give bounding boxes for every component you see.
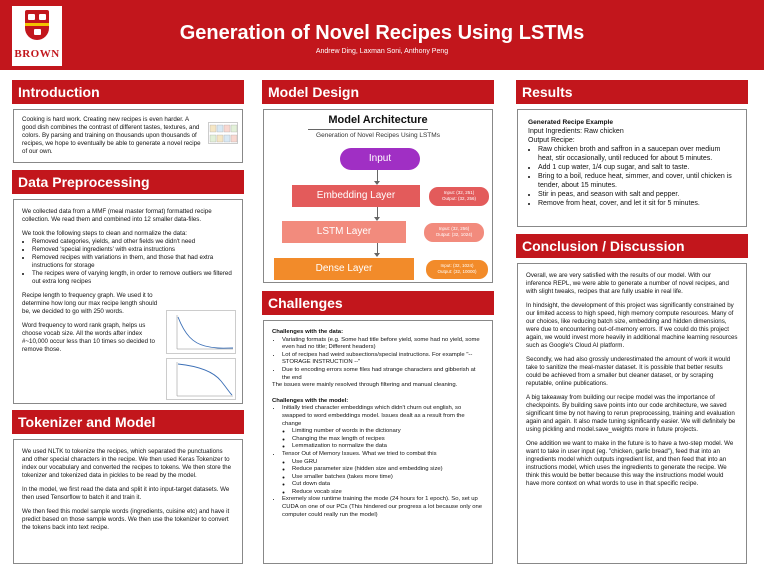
title-divider — [308, 129, 428, 130]
model-architecture-box: Model Architecture Generation of Novel R… — [263, 109, 493, 283]
results-example-title: Generated Recipe Example — [528, 119, 614, 126]
challenges-heading: Challenges — [262, 291, 494, 315]
introduction-text: Cooking is hard work. Creating new recip… — [22, 116, 201, 155]
poster-title: Generation of Novel Recipes Using LSTMs — [179, 22, 585, 44]
shield-icon — [25, 10, 49, 40]
introduction-box: Cooking is hard work. Creating new recip… — [13, 109, 243, 163]
tokenizer-p3: We then feed this model sample words (in… — [22, 508, 230, 531]
architecture-title: Model Architecture — [328, 114, 428, 126]
dense-shape-tag: Input: (32, 1024) Output: (32, 10000) — [426, 260, 488, 279]
recipe-length-frequency-graph — [166, 310, 236, 354]
data-challenges-title: Challenges with the data: — [272, 329, 344, 335]
list-item: Reduce parameter size (hidden size and e… — [292, 466, 484, 474]
list-item: Exremely slow runtime training the mode … — [282, 496, 484, 519]
list-item: Use smaller batches (takes more time) — [292, 474, 484, 482]
list-item: Removed categories, yields, and other fi… — [32, 238, 234, 246]
lstm-layer-node: LSTM Layer — [282, 221, 406, 243]
brown-logo: BROWN — [12, 6, 62, 66]
embedding-layer-node: Embedding Layer — [292, 185, 420, 207]
preprocessing-steps: Removed categories, yields, and other fi… — [22, 238, 234, 286]
results-output-label: Output Recipe: — [528, 137, 575, 144]
lstm-shape-tag: Input: (32, 256) Output: (32, 1024) — [424, 223, 484, 242]
list-item: Removed 'special ingredients' with extra… — [32, 246, 234, 254]
list-item: Raw chicken broth and saffron in a sauce… — [538, 145, 736, 163]
logo-text: BROWN — [14, 48, 60, 60]
list-item: Remove from heat, cover, and let it sit … — [538, 199, 736, 208]
word-frequency-rank-graph — [166, 358, 236, 400]
tokenizer-heading: Tokenizer and Model — [12, 410, 244, 434]
data-preprocessing-p4: Word frequency to word rank graph, helps… — [22, 322, 155, 353]
model-challenges-title: Challenges with the model: — [272, 397, 349, 404]
list-item: Bring to a boil, reduce heat, simmer, an… — [538, 172, 736, 190]
conclusion-p4: A big takeaway from building our recipe … — [526, 394, 736, 433]
dense-layer-node: Dense Layer — [274, 258, 414, 280]
challenges-box: Challenges with the data: Variating form… — [263, 320, 493, 564]
conclusion-heading: Conclusion / Discussion — [516, 234, 748, 258]
list-item: Use GRU — [292, 459, 484, 467]
data-challenges-list: Variating formats (e.g. Some had title b… — [272, 337, 484, 383]
conclusion-p1: Overall, we are very satisfied with the … — [526, 272, 729, 295]
poster-header: BROWN Generation of Novel Recipes Using … — [0, 0, 764, 70]
data-preprocessing-p2: We took the following steps to clean and… — [22, 230, 187, 237]
embedding-shape-tag: Input: (32, 251) Output: (32, 256) — [429, 187, 489, 206]
conclusion-box: Overall, we are very satisfied with the … — [517, 263, 747, 564]
recipe-cards-image — [208, 122, 238, 144]
results-ingredients: Input Ingredients: Raw chicken — [528, 128, 624, 135]
tokenizer-box: We used NLTK to tokenize the recipes, wh… — [13, 439, 243, 564]
list-item: Tensor Out of Memory Issues. What we tri… — [282, 451, 484, 497]
list-item: Removed recipes with variations in them,… — [32, 254, 234, 270]
conclusion-p5: One addition we want to make in the futu… — [526, 440, 734, 487]
arrow-icon — [374, 243, 380, 257]
list-item: The recipes were of varying length, in o… — [32, 270, 234, 286]
results-box: Generated Recipe Example Input Ingredien… — [517, 109, 747, 227]
architecture-subtitle: Generation of Novel Recipes Using LSTMs — [316, 132, 440, 139]
introduction-heading: Introduction — [12, 80, 244, 104]
poster-authors: Andrew Ding, Laxman Soni, Anthony Peng — [315, 48, 449, 55]
data-preprocessing-heading: Data Preprocessing — [12, 170, 244, 194]
list-item: Stir in peas, and season with salt and p… — [538, 190, 736, 199]
input-node: Input — [340, 148, 420, 170]
list-item: Changing the max length of recipes — [292, 436, 484, 444]
list-item: Limiting number of words in the dictiona… — [292, 428, 484, 436]
list-item: Variating formats (e.g. Some had title b… — [282, 337, 484, 352]
data-preprocessing-p1: We collected data from a MMF (meal maste… — [22, 208, 212, 223]
conclusion-p2: In hindsight, the development of this pr… — [526, 302, 738, 349]
tokenizer-p2: In the model, we first read the data and… — [22, 486, 230, 501]
data-preprocessing-p3: Recipe length to frequency graph. We use… — [22, 292, 158, 315]
list-item: Cut down data — [292, 481, 484, 489]
model-design-heading: Model Design — [262, 80, 494, 104]
conclusion-p3: Secondly, we had also grossly underestim… — [526, 356, 731, 387]
list-item: Initially tried character embeddings whi… — [282, 405, 484, 451]
arrow-icon — [374, 207, 380, 221]
data-challenges-note: The issues were mainly resolved through … — [272, 382, 458, 389]
list-item: Reduce vocab size — [292, 489, 484, 497]
data-preprocessing-box: We collected data from a MMF (meal maste… — [13, 199, 243, 404]
list-item: Due to encoding errors some files had st… — [282, 367, 484, 382]
results-heading: Results — [516, 80, 748, 104]
tokenizer-p1: We used NLTK to tokenize the recipes, wh… — [22, 448, 232, 479]
model-challenges-list: Initially tried character embeddings whi… — [272, 405, 484, 519]
list-item: Add 1 cup water, 1/4 cup sugar, and salt… — [538, 163, 736, 172]
list-item: Lot of recipes had weird subsections/spe… — [282, 352, 484, 367]
list-item: Lemmatization to normalize the data — [292, 443, 484, 451]
arrow-icon — [374, 170, 380, 185]
results-steps: Raw chicken broth and saffron in a sauce… — [528, 145, 736, 208]
